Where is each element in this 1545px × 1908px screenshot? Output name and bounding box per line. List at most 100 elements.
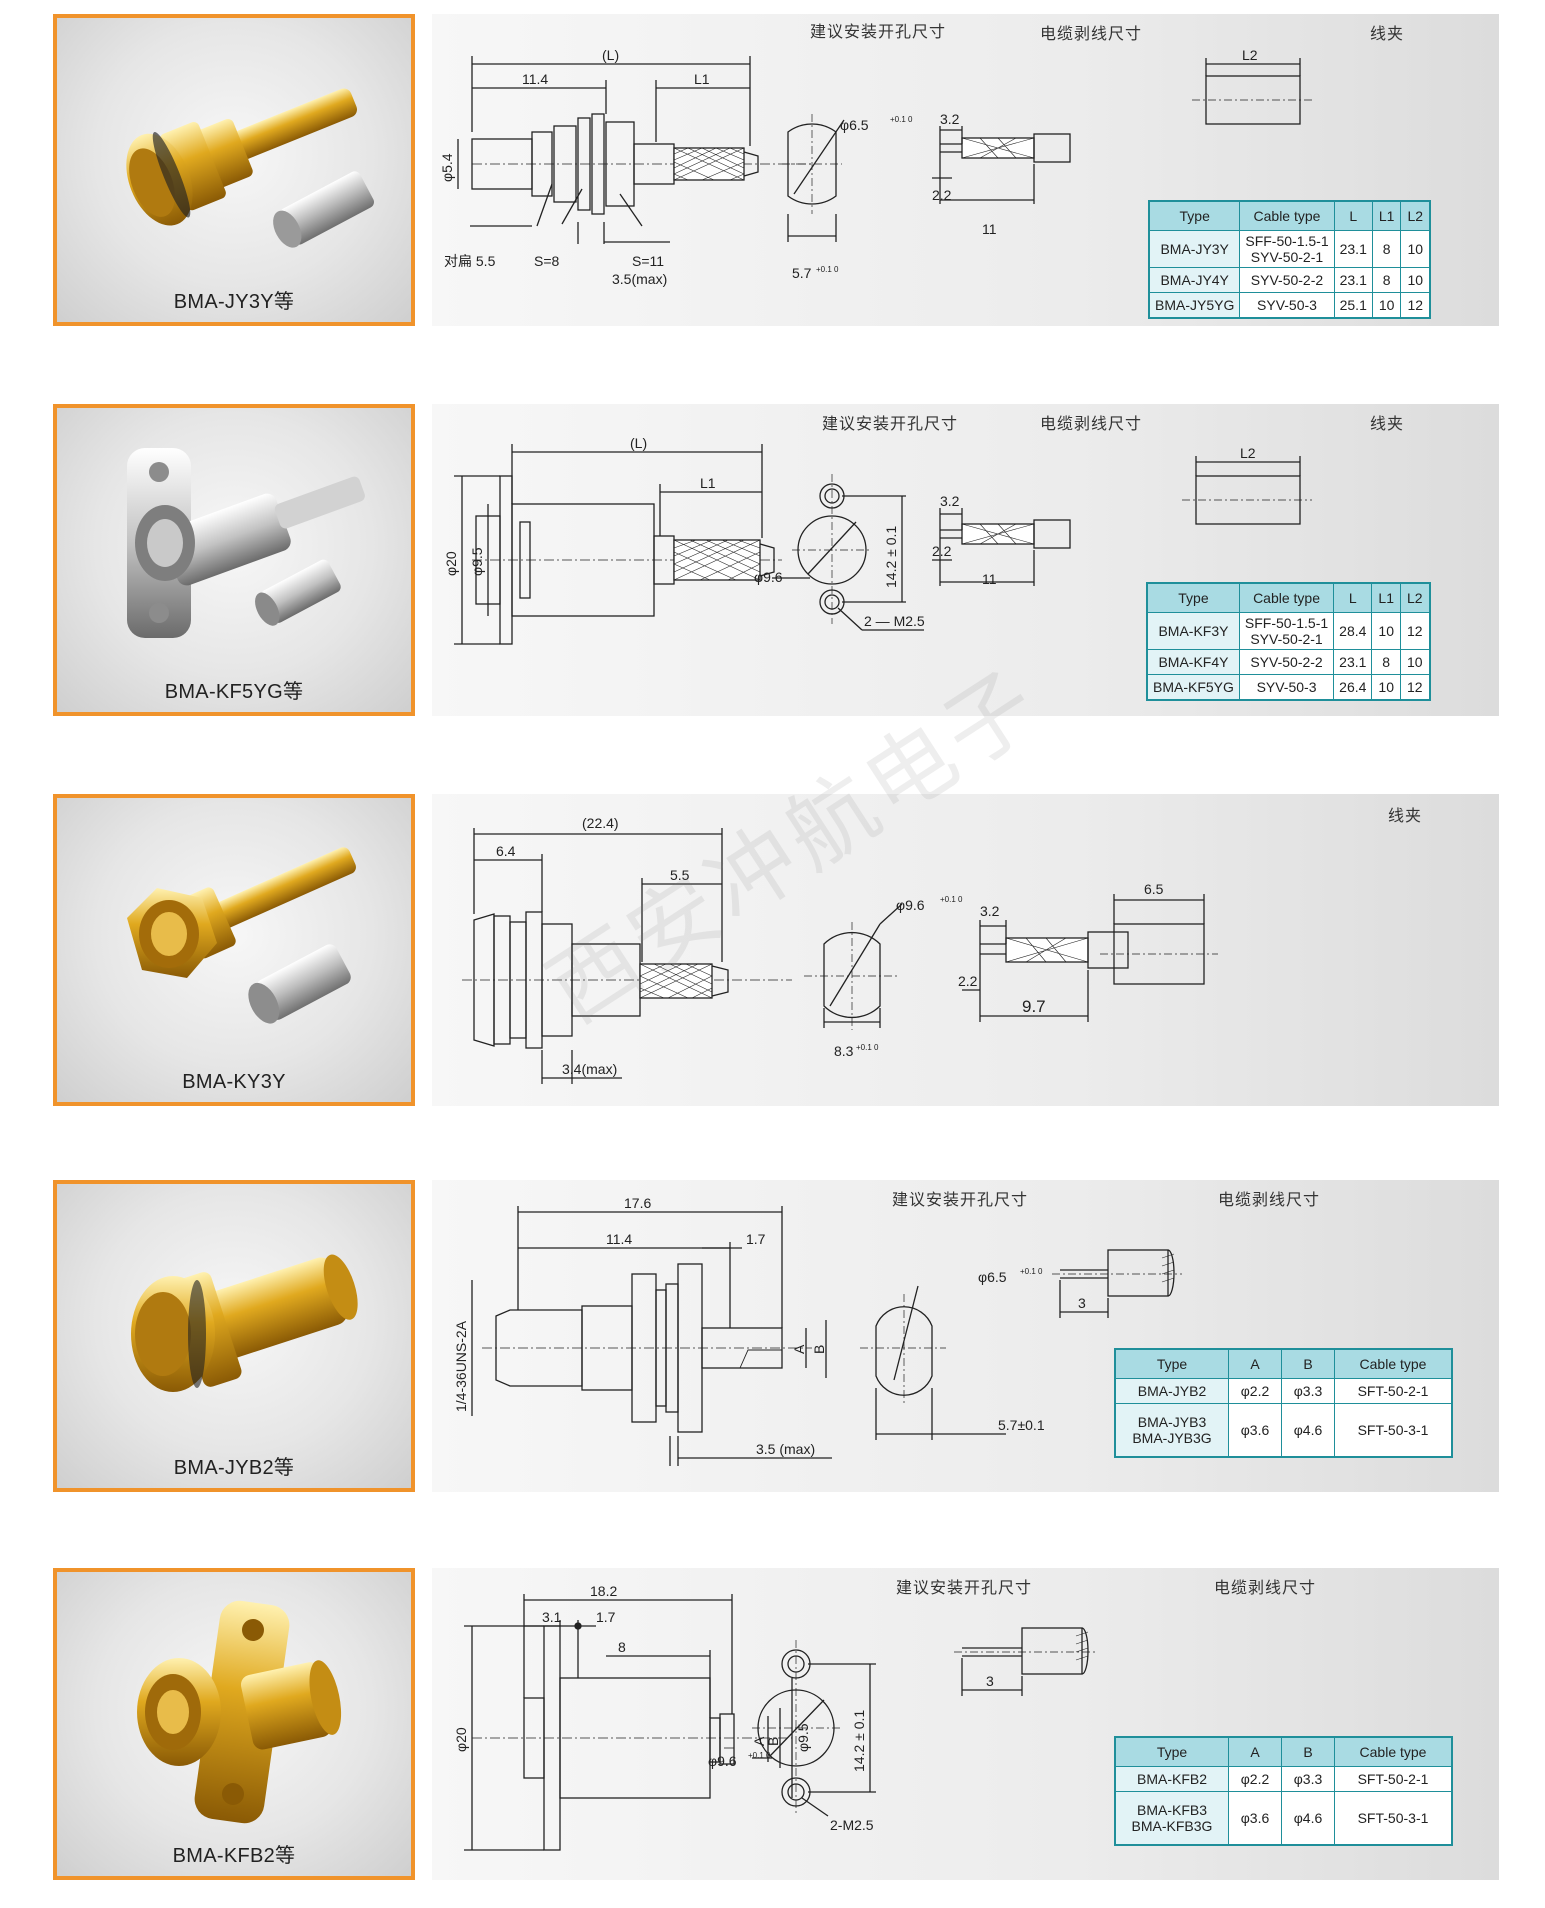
- dim-8: 8: [618, 1639, 626, 1655]
- dim-5-5: 5.5: [670, 867, 690, 883]
- strip-3-2: 3.2: [940, 111, 960, 127]
- hole-size-label: 建议安装开孔尺寸: [822, 416, 959, 433]
- dim-L: (L): [602, 47, 619, 63]
- dim-thread: 1/4-36UNS-2A: [453, 1320, 469, 1412]
- table-row: BMA-JY4Y SYV-50-2-2 23.1 8 10: [1148, 267, 1431, 293]
- product-caption: BMA-KFB2等: [172, 1845, 296, 1867]
- strip-3-2: 3.2: [940, 493, 960, 509]
- connector-photo: [127, 448, 365, 638]
- technical-drawing: [454, 444, 1312, 645]
- col-L2: L2: [1399, 582, 1431, 613]
- table-row: BMA-JY5YG SYV-50-3 25.1 10 12: [1148, 292, 1431, 319]
- col-type: Type: [1114, 1348, 1229, 1379]
- tol-9-6: +0.1 0: [748, 1751, 771, 1760]
- dim-phi-9-6: φ9.6: [708, 1753, 737, 1769]
- dimension-labels: (L) 11.4 L1 φ5.4 对扁 5.5 S=8 S=11 3.5(max…: [439, 47, 1258, 287]
- dim-1-7: 1.7: [746, 1231, 766, 1247]
- dim-phi-6-5: φ6.5: [840, 117, 869, 133]
- dim-22-4: (22.4): [582, 815, 619, 831]
- strip-size-label: 电缆剥线尺寸: [1040, 416, 1143, 433]
- drawing-panel: 建议安装开孔尺寸 电缆剥线尺寸 线夹: [432, 14, 1499, 326]
- spec-table: Type A B Cable type BMA-KFB2 φ2.2 φ3.3 S…: [1114, 1736, 1453, 1846]
- col-B: B: [1281, 1736, 1335, 1767]
- hole-size-label: 建议安装开孔尺寸: [892, 1192, 1029, 1209]
- product-caption: BMA-KF5YG等: [164, 681, 304, 703]
- connector-photo: [126, 88, 375, 248]
- dim-A: A: [751, 1736, 767, 1746]
- strip-3-2: 3.2: [980, 903, 1000, 919]
- technical-drawing: [471, 1206, 1182, 1466]
- dim-B: B: [811, 1345, 827, 1354]
- dim-18-2: 18.2: [590, 1583, 617, 1599]
- connector-photo: [127, 847, 356, 1024]
- col-A: A: [1228, 1736, 1282, 1767]
- col-cable-type: Cable type: [1334, 1348, 1453, 1379]
- technical-drawing: [462, 828, 1218, 1084]
- col-type: Type: [1114, 1736, 1229, 1767]
- dim-14-2: 14.2 ± 0.1: [851, 1710, 867, 1772]
- dim-3-1: 3.1: [542, 1609, 562, 1625]
- dim-11-4: 11.4: [522, 71, 548, 87]
- dim-phi-9-6: φ9.6: [896, 897, 925, 913]
- dim-14-2: 14.2 ± 0.1: [883, 526, 899, 588]
- dim-8-3: 8.3: [834, 1043, 854, 1059]
- clamp-L2: L2: [1240, 445, 1256, 461]
- col-L: L: [1333, 200, 1373, 231]
- col-L1: L1: [1371, 200, 1402, 231]
- clamp-label: 线夹: [1370, 416, 1405, 433]
- spec-table: Type A B Cable type BMA-JYB2 φ2.2 φ3.3 S…: [1114, 1348, 1453, 1458]
- dim-flat: 对扁 5.5: [444, 253, 496, 269]
- strip-11: 11: [982, 571, 997, 587]
- dim-phi-20: φ20: [443, 551, 459, 576]
- dim-L: (L): [630, 435, 647, 451]
- dimension-labels: (L) L1 φ20 φ9.5 φ9.6 14.2 ± 0.1 2 — M2.5…: [443, 435, 1256, 629]
- col-L1: L1: [1371, 582, 1401, 613]
- col-L: L: [1333, 582, 1373, 613]
- strip-11: 11: [982, 221, 997, 237]
- dim-L1: L1: [694, 71, 710, 87]
- product-caption: BMA-JYB2等: [173, 1457, 295, 1479]
- dim-phi-9-6: φ9.6: [754, 569, 783, 585]
- tol-6-5: +0.1 0: [1020, 1267, 1043, 1276]
- drawing-panel: 建议安装开孔尺寸 电缆剥线尺寸: [432, 1568, 1499, 1880]
- dim-3-4-max: 3.4(max): [562, 1061, 617, 1077]
- drawing-panel: 建议安装开孔尺寸 电缆剥线尺寸: [432, 1180, 1499, 1492]
- dim-phi-6-5: φ6.5: [978, 1269, 1007, 1285]
- strip-2-2: 2.2: [932, 543, 952, 559]
- tol-9-6: +0.1 0: [940, 895, 963, 904]
- table-row: BMA-KF5YG SYV-50-3 26.4 10 12: [1146, 674, 1431, 701]
- clamp-L2: L2: [1242, 47, 1258, 63]
- table-row: BMA-JYB2 φ2.2 φ3.3 SFT-50-2-1: [1114, 1378, 1453, 1404]
- col-type: Type: [1146, 582, 1240, 613]
- spec-table: Type Cable type L L1 L2 BMA-JY3Y SFF-50-…: [1148, 200, 1432, 319]
- tol-6-5: +0.1 0: [890, 115, 913, 124]
- dimension-labels: 17.6 11.4 1.7 1/4-36UNS-2A A B 3.5 (max)…: [453, 1195, 1086, 1457]
- col-B: B: [1281, 1348, 1335, 1379]
- dim-B: B: [765, 1737, 781, 1746]
- clamp-6-5: 6.5: [1144, 881, 1164, 897]
- product-photo-frame: BMA-JYB2等: [53, 1180, 415, 1492]
- spec-table: Type Cable type L L1 L2 BMA-KF3Y SFF-50-…: [1146, 582, 1431, 701]
- dim-s11: S=11: [632, 253, 664, 269]
- dim-A: A: [791, 1344, 807, 1354]
- strip-9-7: 9.7: [1022, 997, 1046, 1016]
- product-photo-frame: BMA-KY3Y: [53, 794, 415, 1106]
- hole-size-label: 建议安装开孔尺寸: [896, 1580, 1033, 1597]
- strip-3: 3: [986, 1673, 994, 1689]
- connector-photo: [131, 1254, 358, 1392]
- tol-5-7: +0.1 0: [816, 265, 839, 274]
- product-caption: BMA-KY3Y: [182, 1071, 286, 1093]
- col-cable-type: Cable type: [1334, 1736, 1453, 1767]
- product-caption: BMA-JY3Y等: [173, 291, 295, 313]
- col-cable-type: Cable type: [1238, 582, 1335, 613]
- dim-5-7: 5.7±0.1: [998, 1417, 1045, 1433]
- dim-L1: L1: [700, 475, 716, 491]
- table-row: BMA-KFB2 φ2.2 φ3.3 SFT-50-2-1: [1114, 1766, 1453, 1792]
- dimension-labels: 18.2 3.1 1.7 8 φ20 A B φ9.5 φ9.6 +0.1 0 …: [453, 1583, 994, 1833]
- strip-size-label: 电缆剥线尺寸: [1214, 1580, 1317, 1597]
- connector-photo: [137, 1600, 342, 1824]
